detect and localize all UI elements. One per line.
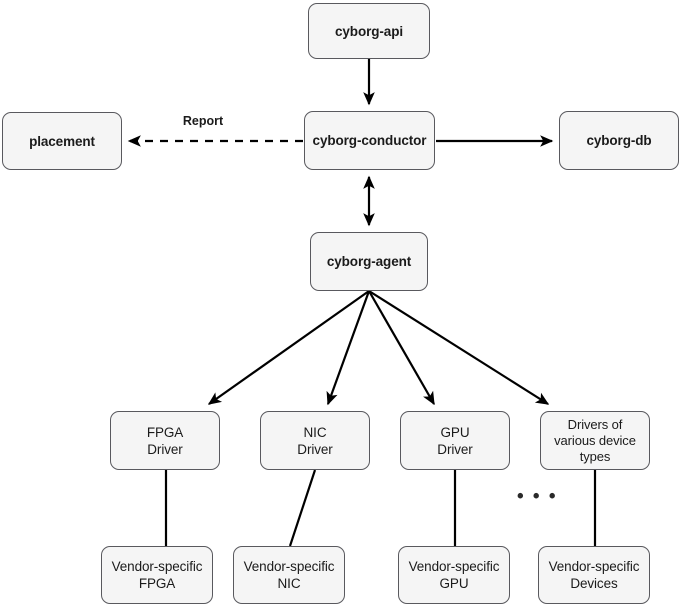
edge-agent-to-various-drivers (368, 290, 550, 405)
node-gpu-driver[interactable]: GPU Driver (400, 411, 510, 470)
node-cyborg-api[interactable]: cyborg-api (308, 3, 430, 59)
edge-agent-to-nic-driver (326, 290, 371, 406)
node-vendor-gpu[interactable]: Vendor-specific GPU (398, 546, 510, 604)
node-cyborg-db[interactable]: cyborg-db (559, 111, 679, 170)
node-various-drivers[interactable]: Drivers of various device types (540, 411, 650, 470)
ellipsis-annotation: • • • (517, 486, 558, 507)
node-vendor-devices[interactable]: Vendor-specific Devices (538, 546, 650, 604)
node-vendor-nic[interactable]: Vendor-specific NIC (233, 546, 345, 604)
node-cyborg-conductor[interactable]: cyborg-conductor (304, 111, 435, 170)
node-nic-driver[interactable]: NIC Driver (260, 411, 370, 470)
node-placement[interactable]: placement (2, 112, 122, 170)
node-vendor-fpga[interactable]: Vendor-specific FPGA (101, 546, 213, 604)
edge-agent-to-fpga-driver (207, 290, 370, 405)
edge-label-report: Report (182, 114, 224, 128)
node-cyborg-agent[interactable]: cyborg-agent (310, 232, 428, 291)
edge-nic-driver-to-vendor (288, 469, 317, 547)
node-fpga-driver[interactable]: FPGA Driver (110, 411, 220, 470)
edge-agent-to-gpu-driver (368, 290, 435, 406)
